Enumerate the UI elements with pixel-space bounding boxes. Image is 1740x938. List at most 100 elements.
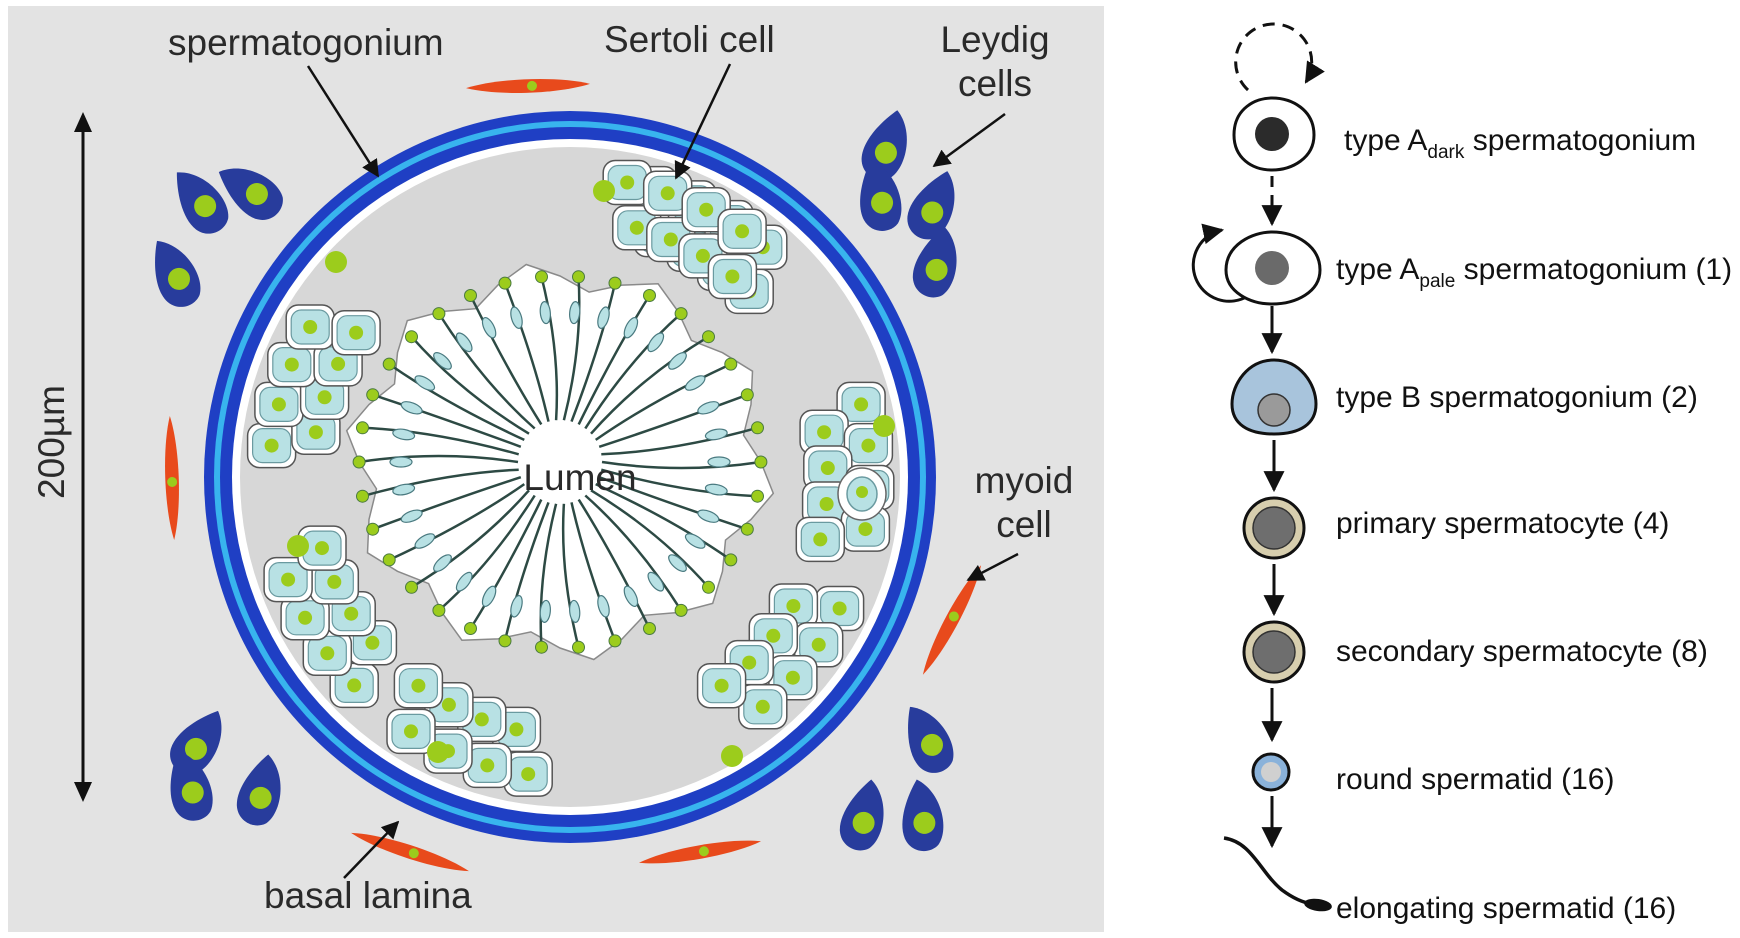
spermatogonium-cell [836,381,886,428]
spermatid [498,501,550,648]
type-a-dark-cell [1232,96,1316,172]
myoid-cell [165,416,179,540]
basal-lamina-label: basal lamina [264,875,472,916]
step-label-type-a-pale: type Apale spermatogonium (1) [1336,253,1732,292]
elongating-spermatids [352,270,768,654]
spermatogonium-cell [267,341,317,388]
leydig-cell [218,168,283,220]
leydig-cell [176,172,229,234]
spermatogonium-cell [696,662,747,709]
spermatid [366,476,522,536]
spermatogonium-cell [462,742,513,789]
basal-lamina-pointer [343,820,400,879]
spermatid [601,421,764,456]
spermatid [356,421,520,456]
leydig-cell [839,779,884,851]
spermatid [577,289,656,425]
myoid-cell-label-line2: cell [996,504,1052,545]
spermatid [535,270,559,421]
leydig-cell [902,779,944,851]
isolated-germ-cell [837,467,887,521]
elongating-spermatid-cell [1223,836,1332,912]
myoid-cell [922,565,982,675]
step-label-type-b: type B spermatogonium (2) [1336,381,1698,414]
sertoli-nucleus [873,415,895,437]
step-label-primary-spermatocyte: primary spermatocyte (4) [1336,507,1669,540]
spermatogonium-cell [254,381,304,428]
spermatogonium-cell [799,409,849,455]
leydig-cell [170,751,213,821]
sertoli-cell-pointer [674,63,732,180]
sertoli-nucleus [593,180,615,202]
spermatogenesis-lineage: type Adark spermatogonium type Apale spe… [1191,22,1732,925]
type-a-pale-cell [1224,230,1322,306]
spermatogonium-cell [386,708,436,755]
leydig-cells [155,110,957,851]
germ-cell-clusters [246,159,895,797]
spermatid [590,489,715,594]
scale-label: 200µm [31,385,72,499]
spermatid [464,499,543,635]
sertoli-cell-label: Sertoli cell [604,19,775,60]
self-renewal-loop [1191,223,1249,303]
spermatid [584,307,688,430]
spermatogonium-cell [491,706,542,753]
spermatid [590,330,715,435]
spermatid [584,494,688,617]
step-label-type-a-dark: type Adark spermatogonium [1344,124,1696,163]
myoid-cell [466,79,590,93]
tubule-cross-section-panel: Lumen 200µm spermatogonium Sertoli cell … [8,6,1104,932]
sertoli-nucleus [721,745,743,767]
spermatid [598,476,754,536]
spermatogonium-cell [795,516,846,563]
spermatid [600,468,764,503]
spermatid [432,494,536,617]
primary-spermatocyte-cell [1242,496,1306,560]
spermatogonium-cell [297,525,347,571]
spermatogonium-cell [717,208,767,255]
spermatogonium-cell [803,445,853,491]
spermatid [432,307,536,430]
step-label-secondary-spermatocyte: secondary spermatocyte (8) [1336,635,1708,668]
spermatid [561,503,585,654]
spermatid [601,455,768,470]
leydig-cell [912,226,957,298]
spermatid [382,483,526,567]
spermatid [352,454,519,469]
spermatogonium-cell [291,409,341,455]
myoid-cell-pointer [966,552,1019,582]
step-label-round-spermatid: round spermatid (16) [1336,763,1614,796]
spermatid [405,489,530,594]
spermatogonium-pointer [306,65,380,178]
spermatogonium-cell [801,481,852,527]
spermatid [570,502,622,648]
spermatid [595,482,738,567]
spermatid [562,270,585,421]
spermatogonium-cell [393,662,444,709]
sertoli-nuclei [287,180,895,767]
spermatid [366,388,522,448]
sertoli-nucleus [287,535,309,557]
spermatogonium-label: spermatogonium [168,22,444,63]
spermatid [464,289,543,426]
spermatid [382,357,525,442]
spermatogonium-cell [602,159,652,206]
leydig-cells-label-line2: cells [958,63,1032,104]
spermatogonium-cell [331,309,381,356]
myoid-cell [638,840,762,864]
round-spermatid-cell [1251,752,1291,792]
spermatid [535,503,558,654]
spermatid [598,388,754,448]
myoid-cell-label-line1: myoid [975,460,1074,501]
spermatogonium-cell [263,556,313,603]
leydig-cell [236,754,281,826]
myoid-cell [351,832,469,872]
spermatid [356,468,519,503]
secondary-spermatocyte-cell [1242,620,1306,684]
spermatid [577,498,656,635]
spermatogonium-cell [738,684,788,730]
spermatid [570,276,622,423]
sertoli-nucleus [427,741,449,763]
myoid-cells [165,79,982,872]
